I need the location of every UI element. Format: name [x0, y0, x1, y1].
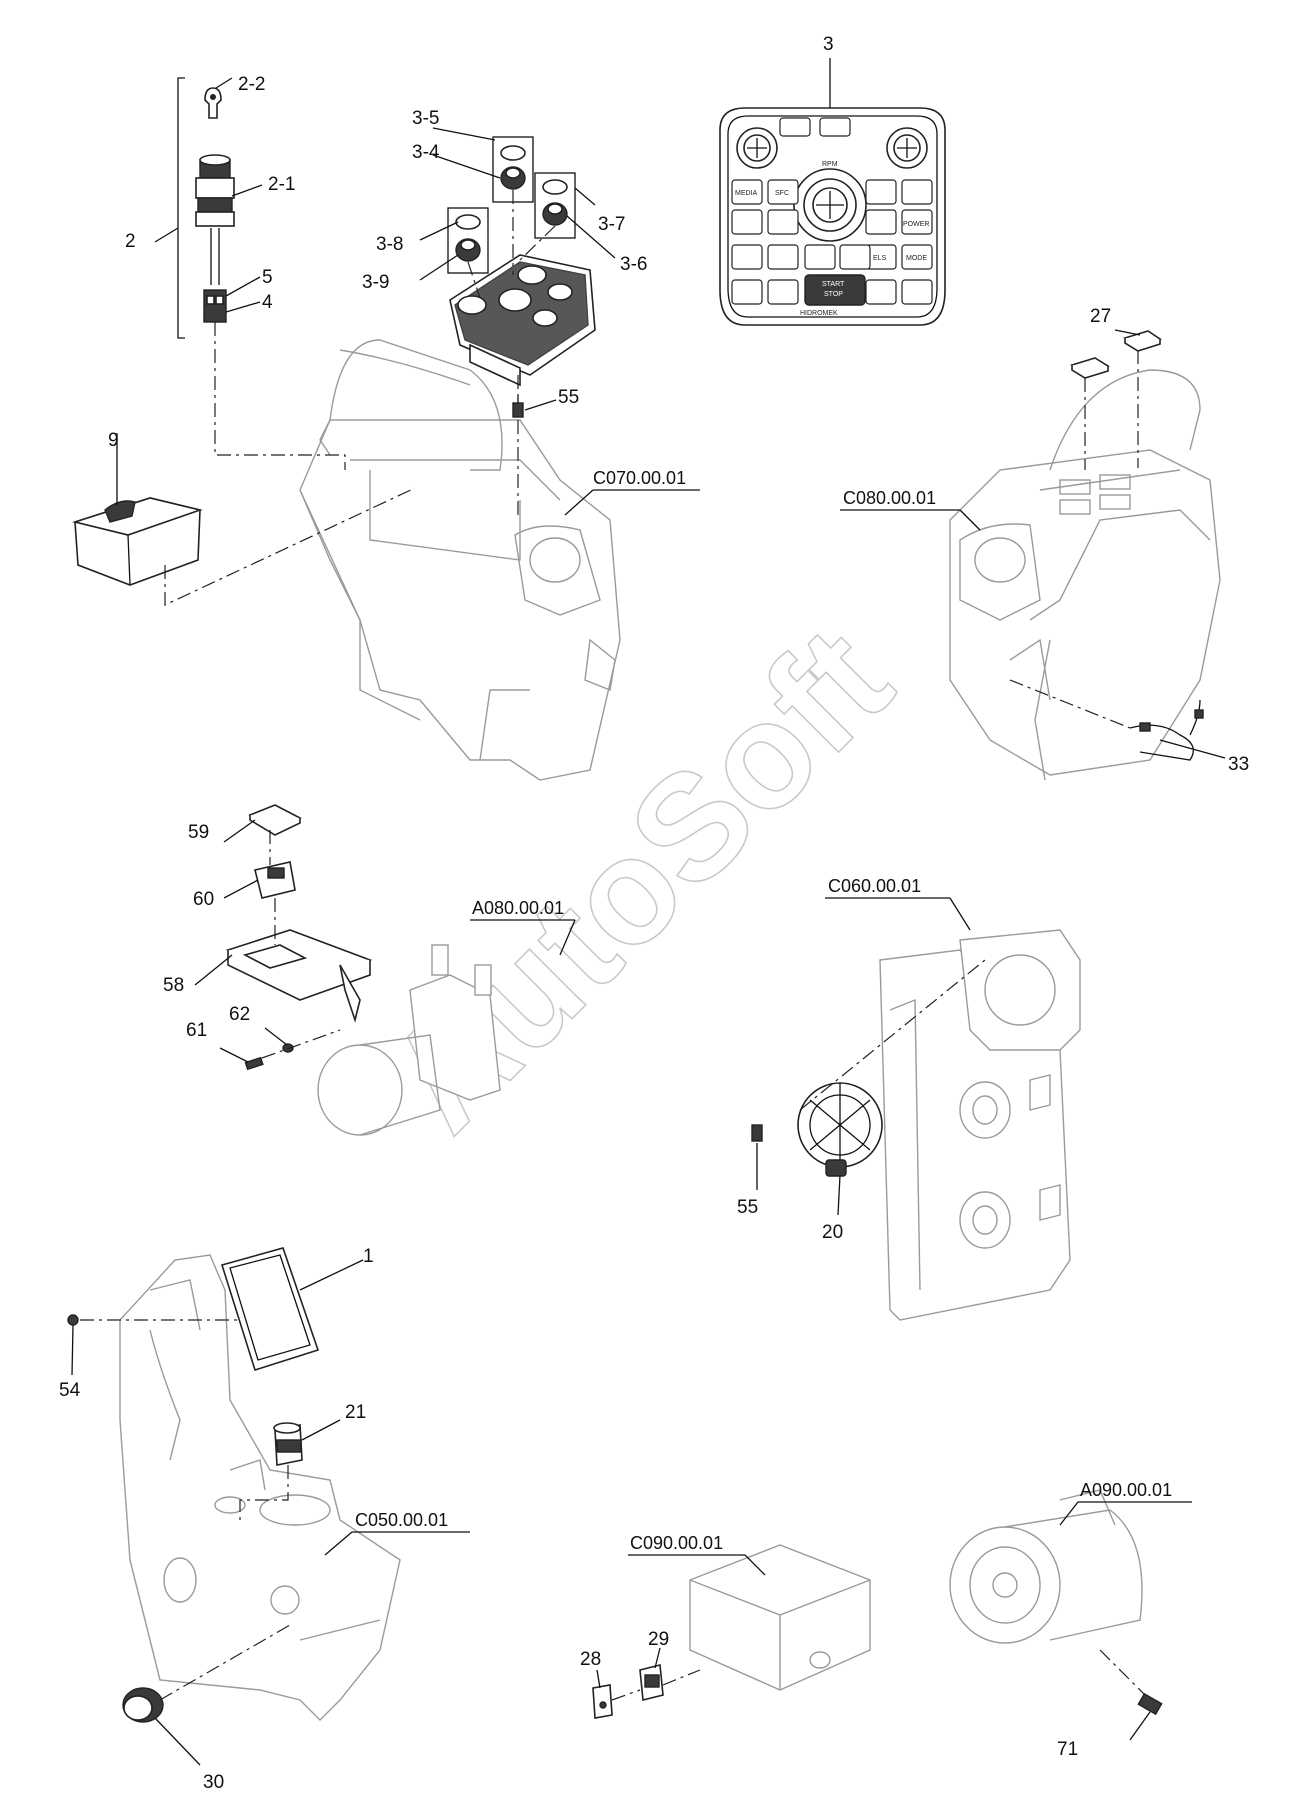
- reference-leaders: [324, 489, 1192, 1576]
- callout-20: 20: [822, 1222, 843, 1243]
- ref-a090: A090.00.01: [1080, 1480, 1172, 1500]
- pillar-c050: [119, 1254, 401, 1721]
- callout-3-4: 3-4: [412, 142, 440, 163]
- callout-3-7: 3-7: [598, 214, 625, 235]
- ref-a080: A080.00.01: [472, 898, 564, 918]
- media-label: MEDIA: [735, 190, 758, 197]
- keypad-module-assembly: [419, 127, 616, 520]
- cover-group-left: [67, 1247, 364, 1766]
- storage-box: [72, 433, 416, 606]
- callout-61: 61: [186, 1020, 207, 1041]
- callout-1: 1: [363, 1246, 374, 1267]
- pillar-c060: [879, 929, 1081, 1321]
- rpm-label: RPM: [822, 161, 838, 168]
- callout-54: 54: [59, 1380, 81, 1401]
- keypad-panel: RPM MEDIA SFC POWER ELS MODE START STOP …: [719, 58, 946, 326]
- callout-3-6: 3-6: [620, 254, 647, 275]
- callout-71: 71: [1057, 1739, 1078, 1760]
- callout-4: 4: [262, 292, 273, 313]
- callout-62: 62: [229, 1004, 250, 1025]
- callout-29: 29: [648, 1629, 669, 1650]
- fan-assembly-20: [751, 959, 986, 1216]
- callout-55-top: 55: [558, 387, 579, 408]
- harness-33: [1009, 679, 1226, 761]
- ref-c080: C080.00.01: [843, 488, 936, 508]
- callout-labels: 2-2 2-1 2 5 4 3-5 3-4 3-8 3-9 3-7 3-6 3 …: [59, 34, 1249, 1793]
- valve-a080: [317, 944, 501, 1136]
- callout-59: 59: [188, 822, 209, 843]
- stop-label: STOP: [824, 291, 843, 298]
- callout-9: 9: [108, 430, 119, 451]
- console-c080: [949, 369, 1221, 781]
- callout-58: 58: [163, 975, 184, 996]
- power-label: POWER: [903, 221, 929, 228]
- compressor-a090: [949, 1489, 1163, 1741]
- caps-27: [1070, 329, 1162, 470]
- callout-2-1: 2-1: [268, 174, 295, 195]
- reference-labels: C070.00.01 C080.00.01 A080.00.01 C060.00…: [355, 468, 1172, 1553]
- callout-55-right: 55: [737, 1197, 758, 1218]
- callout-2: 2: [125, 231, 136, 252]
- callout-30: 30: [203, 1772, 224, 1793]
- callout-3: 3: [823, 34, 834, 55]
- callout-28: 28: [580, 1649, 601, 1670]
- sfc-label: SFC: [775, 190, 789, 197]
- els-label: ELS: [873, 255, 887, 262]
- key-switch-assembly: [154, 77, 346, 470]
- ref-c050: C050.00.01: [355, 1510, 448, 1530]
- callout-3-5: 3-5: [412, 108, 439, 129]
- console-c070: [299, 339, 621, 781]
- callout-21: 21: [345, 1402, 366, 1423]
- callout-33: 33: [1228, 754, 1249, 775]
- callout-3-9: 3-9: [362, 272, 389, 293]
- mode-label: MODE: [906, 255, 927, 262]
- ref-c090: C090.00.01: [630, 1533, 723, 1553]
- callout-3-8: 3-8: [376, 234, 403, 255]
- callout-2-2: 2-2: [238, 74, 265, 95]
- ref-c060: C060.00.01: [828, 876, 921, 896]
- start-label: START: [822, 281, 845, 288]
- control-unit-c090: [592, 1544, 871, 1719]
- callout-27: 27: [1090, 306, 1111, 327]
- callout-60: 60: [193, 889, 214, 910]
- brand-label: HIDROMEK: [800, 310, 838, 317]
- ref-c070: C070.00.01: [593, 468, 686, 488]
- switch-bracket-group: [194, 804, 373, 1071]
- callout-5: 5: [262, 267, 273, 288]
